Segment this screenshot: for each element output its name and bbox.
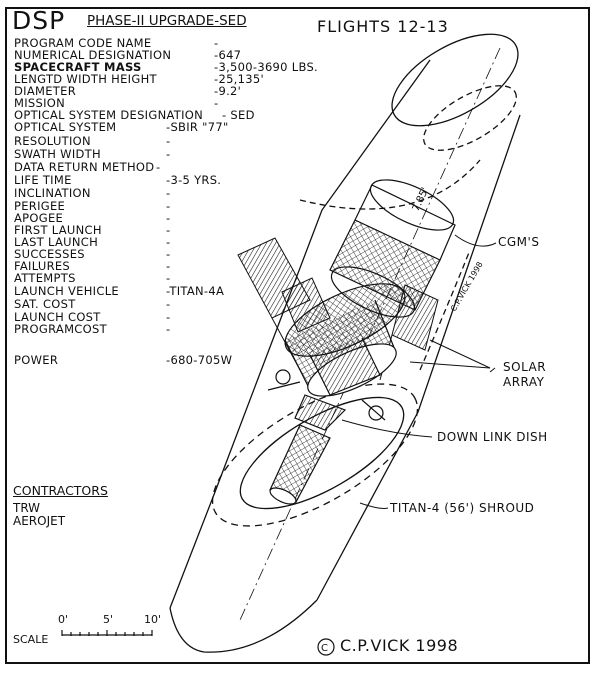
spec-value: - (166, 297, 171, 311)
spec-label: FIRST LAUNCH (14, 223, 102, 237)
titan-shroud (169, 33, 521, 653)
spec-label: LENGTD WIDTH HEIGHT (14, 72, 157, 86)
spec-label: LIFE TIME (14, 173, 72, 187)
spec-label: APOGEE (14, 211, 64, 225)
callout-leaders (341, 234, 497, 509)
power-label: POWER (14, 353, 59, 367)
sheet-border (5, 7, 590, 664)
spec-value: - (166, 310, 171, 324)
spec-value: - (166, 186, 171, 200)
spec-label: SAT. COST (14, 297, 76, 311)
scale-label: SCALE (13, 633, 49, 646)
scale-bar (61, 630, 153, 636)
spec-label: SUCCESSES (14, 247, 85, 261)
spec-value: - (166, 235, 171, 249)
spacecraft-bus (267, 283, 406, 421)
spec-value: - (166, 147, 171, 161)
spec-label: OPTICAL SYSTEM DESIGNATION (14, 108, 204, 122)
nozzle-adapter (269, 394, 347, 505)
spec-label: DATA RETURN METHOD (14, 160, 155, 174)
callout-array: ARRAY (503, 375, 545, 389)
contractor-item: TRW (13, 501, 41, 515)
credit-line: C.P.VICK 1998 (340, 636, 459, 655)
copyright-icon (317, 638, 335, 656)
callout-solar: SOLAR (503, 360, 547, 374)
spec-value: - (166, 322, 171, 336)
spec-label: SWATH WIDTH (14, 147, 101, 161)
spec-value: - (214, 36, 219, 50)
power-value: -680-705W (166, 353, 233, 367)
flights-label: FLIGHTS 12-13 (317, 17, 449, 36)
length-mark: 7.85' (411, 186, 432, 213)
spec-value: -TITAN-4A (166, 284, 225, 298)
spec-value: -3-5 YRS. (166, 173, 222, 187)
spec-value: - (166, 199, 171, 213)
scale-tick-label: 0' (58, 613, 69, 626)
spec-value: - (166, 247, 171, 261)
spec-label: NUMERICAL DESIGNATION (14, 48, 172, 62)
page-title: DSP (12, 6, 66, 35)
spec-value: -3,500-3690 LBS. (214, 60, 318, 74)
spec-value: -SBIR "77" (166, 120, 229, 134)
spec-label: RESOLUTION (14, 134, 91, 148)
spec-label: LAUNCH VEHICLE (14, 284, 119, 298)
spec-value: - (166, 134, 171, 148)
spec-label: PROGRAMCOST (14, 322, 107, 336)
spec-label: PROGRAM CODE NAME (14, 36, 152, 50)
contractors-title: CONTRACTORS (13, 483, 108, 498)
spec-label: LAUNCH COST (14, 310, 101, 324)
spec-value: -25,135' (214, 72, 264, 86)
callout-cgms: CGM'S (498, 235, 540, 249)
spec-label: INCLINATION (14, 186, 91, 200)
spec-label: FAILURES (14, 259, 71, 273)
spec-label: SPACECRAFT MASS (14, 60, 142, 74)
spec-value: - (156, 160, 161, 174)
spec-label: PERIGEE (14, 199, 66, 213)
spec-value: - (214, 96, 219, 110)
callout-downlink: DOWN LINK DISH (437, 430, 548, 444)
callout-shroud: TITAN-4 (56') SHROUD (390, 501, 535, 515)
scale-tick-label: 5' (103, 613, 114, 626)
spec-value: - (166, 211, 171, 225)
scale-tick-label: 10' (144, 613, 162, 626)
spec-label: MISSION (14, 96, 66, 110)
spec-label: ATTEMPTS (14, 271, 76, 285)
spec-value: - SED (222, 108, 255, 122)
spec-value: -9.2' (214, 84, 242, 98)
spec-value: - (166, 223, 171, 237)
spec-value: - (166, 259, 171, 273)
page-subtitle: PHASE-II UPGRADE-SED (87, 13, 247, 29)
spec-value: - (166, 271, 171, 285)
spec-label: LAST LAUNCH (14, 235, 99, 249)
spec-label: OPTICAL SYSTEM (14, 120, 117, 134)
contractor-item: AEROJET (13, 514, 66, 528)
spec-value: -647 (214, 48, 242, 62)
spec-label: DIAMETER (14, 84, 76, 98)
copyright-glyph: C (321, 643, 328, 654)
